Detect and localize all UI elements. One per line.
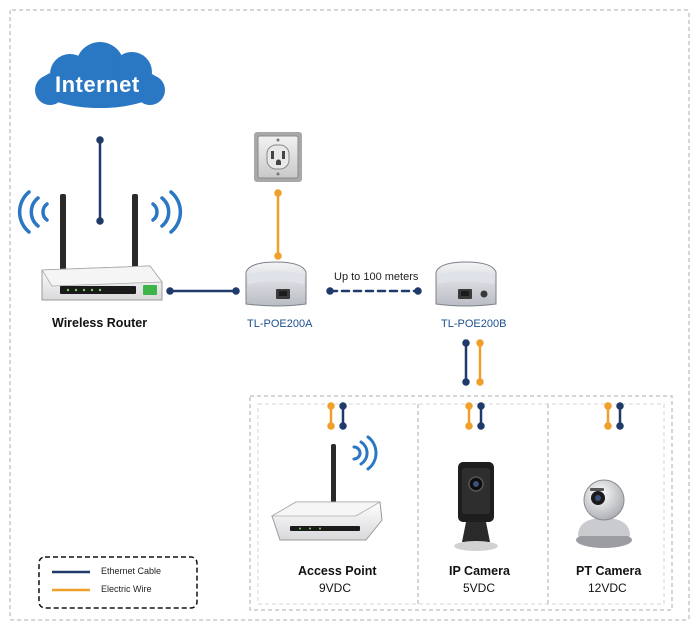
devices-frame-inner [257,403,665,605]
ip-camera-icon [454,462,498,551]
ip-camera-name: IP Camera [449,564,510,578]
access-point-wifi-icon [352,435,378,471]
internet-cloud-icon [35,42,165,108]
outer-frame [9,9,690,621]
legend-electric-label: Electric Wire [101,584,152,594]
access-point-voltage: 9VDC [319,581,352,595]
pt-camera-voltage: 12VDC [588,581,627,595]
access-point-icon [270,444,383,541]
legend-box [38,556,198,609]
splitter-model-label: TL-POE200B [441,318,507,330]
ethernet-cables [96,136,624,430]
legend-ethernet-label: Ethernet Cable [101,566,162,576]
pt-camera-name: PT Camera [576,564,642,578]
router-label: Wireless Router [52,316,148,330]
pt-camera-icon [576,479,632,548]
wifi-waves-icon [17,190,183,234]
electric-wires [274,189,612,430]
access-point-name: Access Point [298,564,377,578]
ip-camera-voltage: 5VDC [463,581,496,595]
injector-model-label: TL-POE200A [247,318,313,330]
distance-label: Up to 100 meters [334,271,419,283]
wireless-router-icon [41,194,163,301]
power-outlet-icon [254,132,302,182]
poe-injector-icon [245,261,307,307]
devices-frame [249,395,673,611]
poe-splitter-icon [435,261,497,307]
internet-label: Internet [55,72,140,97]
